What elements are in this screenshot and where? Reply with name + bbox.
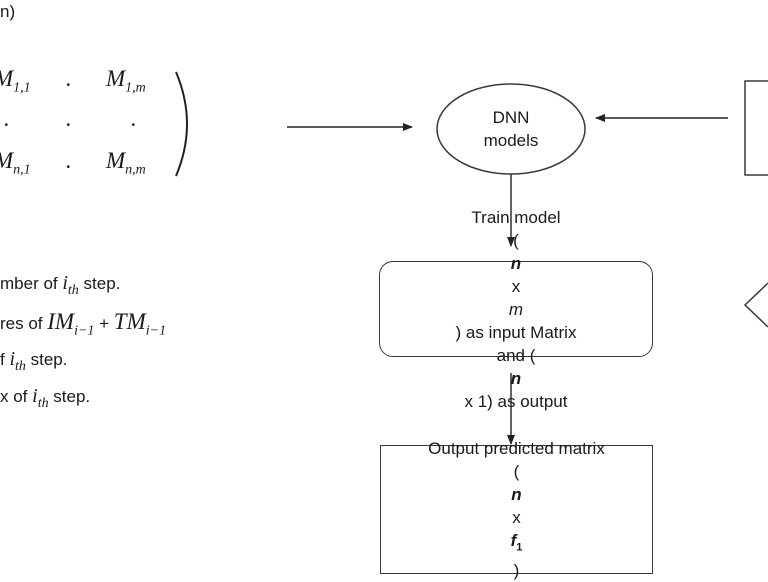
matrix-cell: M1,1 [0, 66, 31, 96]
dnn-models-node: DNN models [450, 96, 572, 162]
partial-diamond [743, 282, 768, 328]
matrix-cell: M1,m [106, 66, 146, 96]
top-fragment: n) [0, 2, 16, 21]
train-label-line-3: and (n x 1) as output [464, 345, 568, 411]
matrix-cell: Mn,1 [0, 148, 31, 178]
note-line-1: mber of ith step. [0, 272, 121, 298]
dnn-ellipse [436, 83, 586, 175]
matrix-dot: . [66, 148, 72, 173]
matrix-dot: . [4, 106, 10, 131]
matrix-row-1: M1,1 [0, 66, 31, 97]
matrix-dot: . [66, 66, 72, 91]
train-label-line-1: Train model [471, 207, 561, 227]
matrix-dot: . [131, 106, 137, 131]
matrix-right-paren [175, 71, 188, 177]
output-label-line-2: (n x f1) [510, 461, 523, 581]
output-predicted-node: Output predicted matrix (n x f1) [380, 439, 653, 580]
train-model-node: Train model (n x m ) as input Matrix and… [379, 208, 653, 411]
matrix-dot: . [66, 106, 72, 131]
note-line-2: res of IMi−1 + TMi−1 [0, 309, 167, 339]
matrix-cell: Mn,m [106, 148, 146, 178]
train-label-line-2: (n x m ) as input Matrix [455, 230, 577, 342]
note-line-4: x of ith step. [0, 385, 91, 411]
dnn-label-line-1: DNN [492, 108, 530, 127]
dnn-label-line-2: models [483, 131, 539, 150]
note-line-3: f ith step. [0, 348, 68, 374]
partial-right-box [744, 80, 768, 176]
output-label-line-1: Output predicted matrix [428, 438, 605, 458]
matrix-row-3: Mn,1 [0, 148, 31, 179]
